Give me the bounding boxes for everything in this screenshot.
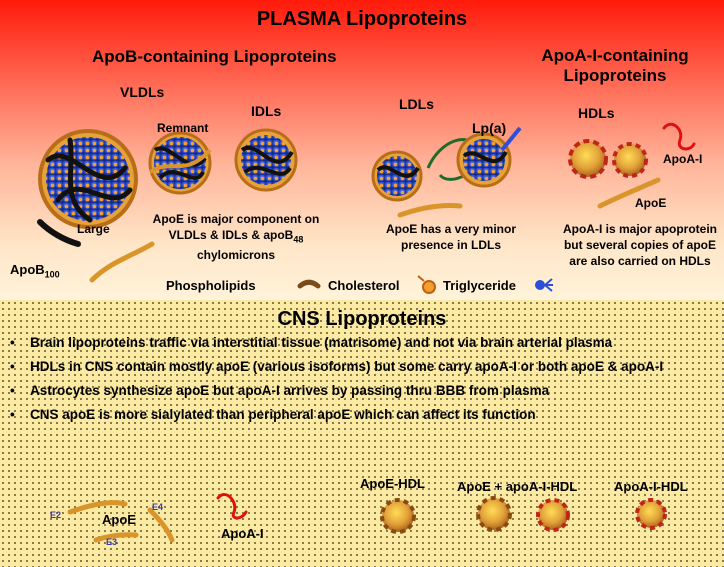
cns-bullet: Brain lipoproteins traffic via interstit… bbox=[8, 334, 718, 351]
isoform-e2-label: E2 bbox=[50, 510, 62, 520]
isoform-e3-label: E3 bbox=[106, 537, 118, 547]
legend-triglyceride: Triglyceride bbox=[443, 278, 516, 293]
lpa-label: Lp(a) bbox=[472, 120, 507, 136]
legend-cholesterol: Cholesterol bbox=[328, 278, 400, 293]
cns-apoai-protein-icon bbox=[216, 493, 248, 520]
cns-bullet: HDLs in CNS contain mostly apoE (various… bbox=[8, 358, 718, 375]
cholesterol-icon bbox=[417, 275, 436, 294]
cns-apoai-label: ApoA-I bbox=[221, 526, 264, 541]
cns-apoe-apoai-hdl-particles bbox=[476, 496, 570, 532]
lpa-particle bbox=[426, 126, 522, 188]
apob-heading: ApoB-containing Lipoproteins bbox=[92, 47, 337, 66]
apoa-heading: ApoA-I-containing Lipoproteins bbox=[541, 46, 689, 85]
cns-apoe-hdl-particle bbox=[380, 498, 416, 534]
vldl-label: VLDLs bbox=[120, 84, 165, 100]
idl-label: IDLs bbox=[251, 103, 282, 119]
ldl-particle bbox=[371, 150, 423, 202]
vldl-remnant-particle bbox=[148, 131, 212, 195]
apoe-major-caption: ApoE is major component on VLDLs & IDLs … bbox=[152, 212, 320, 263]
plasma-title: PLASMA Lipoproteins bbox=[256, 8, 468, 30]
triglyceride-icon bbox=[535, 278, 553, 292]
legend-phospholipids: Phospholipids bbox=[166, 278, 256, 293]
phospholipid-icon bbox=[297, 279, 321, 289]
cns-bullet: CNS apoE is more sialylated than periphe… bbox=[8, 406, 718, 423]
remnant-label: Remnant bbox=[157, 121, 209, 135]
apoe-minor-caption: ApoE has a very minor presence in LDLs bbox=[385, 222, 517, 252]
apoe-protein-icon bbox=[597, 177, 661, 209]
idl-particle bbox=[234, 128, 298, 192]
cns-apoe-label: ApoE bbox=[102, 512, 136, 527]
apoe-label: ApoE bbox=[635, 196, 667, 210]
apoe-vldl-strand-icon bbox=[89, 241, 155, 283]
apoai-label: ApoA-I bbox=[663, 152, 703, 166]
cns-apoai-hdl-particle bbox=[635, 498, 667, 530]
cns-bullet-list: Brain lipoproteins traffic via interstit… bbox=[8, 334, 718, 430]
large-label: Large bbox=[77, 222, 110, 236]
apoai-hdl-label: ApoA-I-HDL bbox=[614, 479, 688, 494]
apoe-ldl-strand-icon bbox=[397, 203, 463, 218]
hdl-particles bbox=[568, 139, 648, 179]
apoe-hdl-label: ApoE-HDL bbox=[360, 476, 425, 491]
cns-title: CNS Lipoproteins bbox=[277, 308, 447, 330]
apoai-protein-icon bbox=[662, 122, 696, 151]
cns-bullet: Astrocytes synthesize apoE but apoA-I ar… bbox=[8, 382, 718, 399]
vldl-large-particle bbox=[38, 129, 138, 229]
isoform-e4-label: E4 bbox=[152, 502, 164, 512]
apoai-major-caption: ApoA-I is major apoprotein but several c… bbox=[562, 222, 717, 268]
apob100-protein-icon bbox=[37, 219, 81, 247]
apob100-label: ApoB100 bbox=[10, 262, 60, 280]
cns-apoe-isoforms-icon bbox=[67, 500, 175, 543]
hdl-label: HDLs bbox=[578, 105, 615, 121]
ldl-label: LDLs bbox=[399, 96, 434, 112]
apoe-apoai-hdl-label: ApoE + apoA-I-HDL bbox=[457, 479, 578, 494]
